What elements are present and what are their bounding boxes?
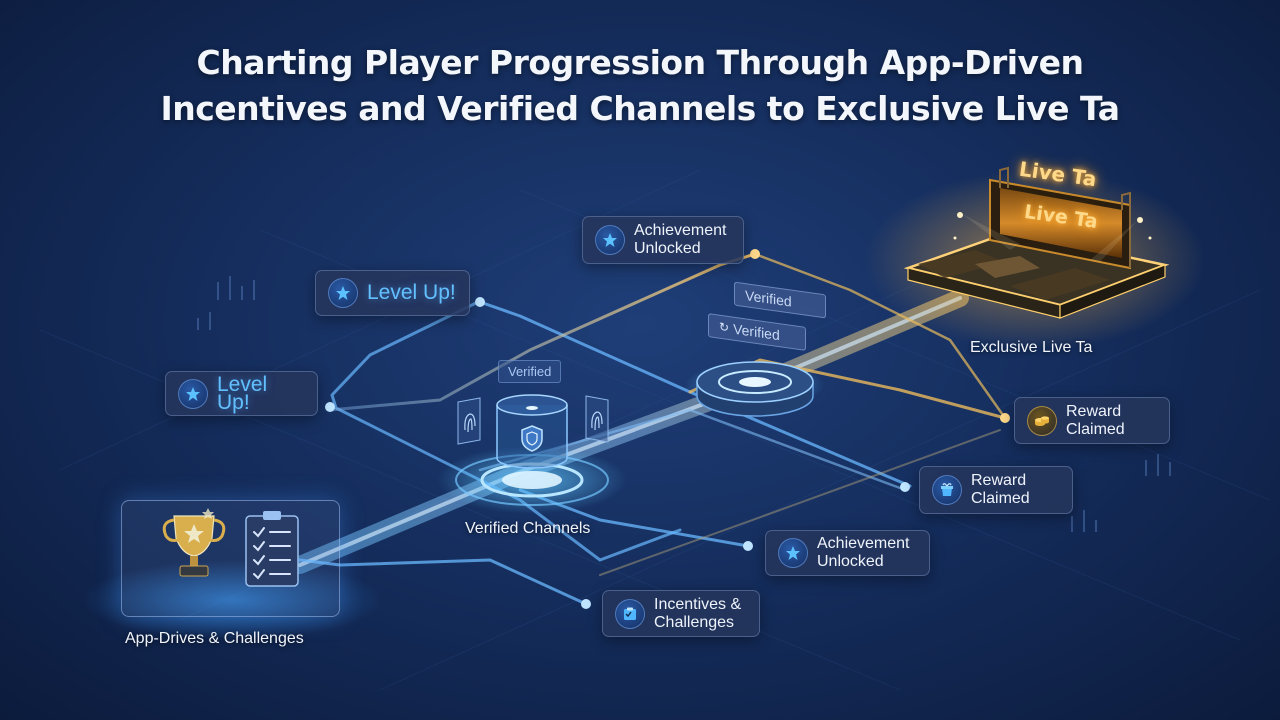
main-progression-core bbox=[298, 296, 962, 567]
trophy-icon bbox=[162, 508, 226, 577]
card-achievement-top-line2: Unlocked bbox=[634, 240, 701, 257]
live-stage bbox=[865, 166, 1205, 350]
tick-decorations bbox=[197, 276, 1171, 532]
star-icon bbox=[328, 278, 358, 308]
card-achievement-top-text: Achievement Unlocked bbox=[634, 222, 727, 258]
shield-icon bbox=[521, 425, 543, 452]
verified-channels-hub bbox=[437, 394, 627, 514]
stage-label-middle: Verified Channels bbox=[465, 520, 591, 537]
card-achievement-top-line1: Achievement bbox=[634, 222, 727, 239]
checklist-icon bbox=[615, 598, 645, 629]
card-achievement-bottom-line2: Unlocked bbox=[817, 553, 884, 570]
path-incentives bbox=[298, 558, 588, 606]
coins-icon bbox=[1027, 405, 1057, 436]
card-level-up-left-label: Level Up! bbox=[217, 372, 268, 414]
verified-tag-small: Verified bbox=[498, 360, 562, 383]
fingerprint-icon bbox=[457, 397, 481, 445]
card-reward-right: Reward Claimed bbox=[1014, 397, 1170, 444]
path-achievement-top-east bbox=[753, 252, 1007, 420]
card-incentives: Incentives & Challenges bbox=[602, 590, 760, 637]
card-reward-mid: Reward Claimed bbox=[919, 466, 1073, 514]
card-reward-right-line2: Claimed bbox=[1066, 420, 1125, 438]
start-stage-panel bbox=[121, 500, 340, 617]
path-to-right-grid bbox=[599, 429, 1001, 576]
verified-node-hub bbox=[685, 361, 825, 417]
card-achievement-bottom: Achievement Unlocked bbox=[765, 530, 930, 576]
card-reward-mid-text: Reward Claimed bbox=[971, 472, 1030, 508]
card-reward-right-line1: Reward bbox=[1066, 402, 1122, 420]
verified-tag-b-text: Verified bbox=[733, 320, 780, 344]
star-icon bbox=[595, 225, 625, 255]
card-level-up-top: Level Up! bbox=[315, 270, 470, 316]
card-achievement-bottom-text: Achievement Unlocked bbox=[817, 535, 910, 571]
page-title: Charting Player Progression Through App-… bbox=[0, 40, 1280, 132]
card-reward-mid-line2: Claimed bbox=[971, 490, 1030, 507]
stage-label-start: App-Drives & Challenges bbox=[125, 630, 304, 647]
star-icon bbox=[778, 538, 808, 568]
fingerprint-icon bbox=[585, 395, 609, 443]
path-endpoints bbox=[325, 249, 1010, 609]
card-achievement-bottom-line1: Achievement bbox=[817, 535, 910, 552]
card-incentives-line1: Incentives & bbox=[654, 595, 742, 613]
card-reward-mid-line1: Reward bbox=[971, 472, 1027, 489]
card-level-up-left: Level Up! bbox=[165, 371, 318, 416]
spiral-icon: ↻ bbox=[719, 319, 730, 336]
card-incentives-line2: Challenges bbox=[654, 613, 735, 631]
title-line-2: Incentives and Verified Channels to Excl… bbox=[160, 89, 1120, 128]
card-reward-right-text: Reward Claimed bbox=[1066, 403, 1125, 439]
path-level-up-top bbox=[478, 300, 912, 488]
card-incentives-text: Incentives & Challenges bbox=[654, 596, 741, 632]
checklist-icon bbox=[245, 511, 299, 587]
title-line-1: Charting Player Progression Through App-… bbox=[196, 43, 1084, 82]
gift-icon bbox=[932, 475, 962, 505]
star-icon bbox=[178, 378, 208, 409]
start-platform-glow bbox=[82, 560, 382, 640]
stage-label-end: Exclusive Live Ta bbox=[970, 339, 1093, 356]
card-achievement-top: Achievement Unlocked bbox=[582, 216, 744, 264]
card-level-up-top-label: Level Up! bbox=[367, 281, 456, 304]
